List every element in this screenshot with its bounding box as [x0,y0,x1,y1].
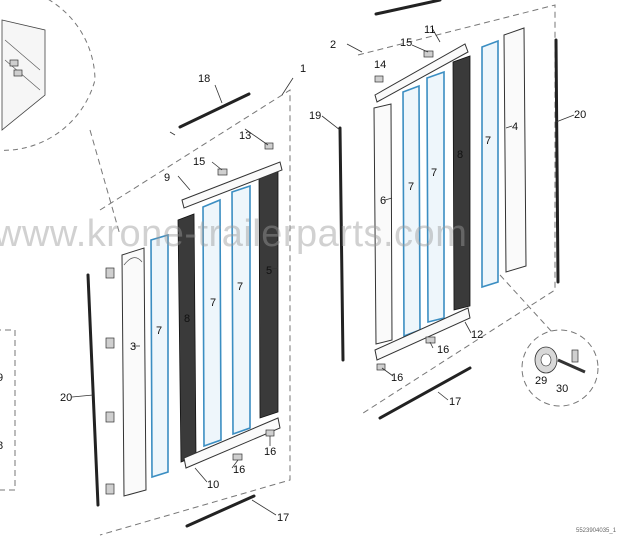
glass-strip-7-right-3 [481,39,499,289]
label-8-left: 8 [184,313,190,325]
hardware-left-small [217,142,275,461]
label-7-right-3: 7 [485,135,491,147]
label-13: 13 [239,130,251,142]
rail-10 [183,417,281,469]
seal-bar-top-partial [374,0,442,16]
rail-12 [374,307,471,361]
label-15-right: 15 [400,37,412,49]
detail-circle-top-left [0,0,96,151]
label-5: 5 [266,265,272,277]
panel-6 [373,103,393,345]
label-20-left: 20 [60,392,72,404]
detail-leader-line [89,129,121,236]
label-1: 1 [300,63,306,75]
leader-lines [71,27,575,516]
label-7-right-2: 7 [431,167,437,179]
label-6: 6 [380,195,386,207]
seal-bar-20-right [554,38,560,284]
profile-5 [258,169,279,419]
glass-strip-7-right-1 [402,84,421,338]
label-8-right: 8 [457,149,463,161]
detail-frame-left [0,329,16,491]
detail-circle-29-30 [499,274,599,407]
label-11: 11 [424,24,435,36]
label-7-left-2: 7 [210,297,216,309]
label-10: 10 [207,479,219,491]
label-20-right: 20 [574,109,586,121]
seal-bar-17-left [185,494,256,528]
label-16-right-1: 16 [437,344,449,356]
panel-3 [121,247,147,497]
label-18: 18 [198,73,210,85]
label-7-left-1: 7 [156,325,162,337]
profile-8-right [452,55,471,311]
seal-bar-19 [338,126,345,362]
label-12: 12 [471,329,483,341]
watermark-text: www.krone-trailerparts.com [0,213,467,255]
left-assembly-boundary [99,89,291,536]
edge-label-9: 9 [0,372,3,384]
label-2: 2 [330,39,336,51]
drawing-code: 5523904035_1 [576,528,617,534]
label-19: 19 [309,110,321,122]
label-16-right-2: 16 [391,372,403,384]
callout-labels: 1 2 3 4 5 6 7 7 7 7 7 7 8 8 9 10 11 12 1… [0,24,586,524]
panel-4 [503,27,527,273]
glass-strip-7-left-3 [231,184,251,436]
edge-label-8: 8 [0,440,3,452]
right-assembly-boundary [357,4,556,416]
glass-strip-7-left-1 [150,233,169,479]
label-29: 29 [535,375,547,387]
glass-strip-7-right-2 [426,70,445,324]
rail-11 [374,43,469,103]
label-9: 9 [164,172,170,184]
hinge-hardware-left [105,267,115,495]
label-4: 4 [512,121,518,133]
label-16-left-2: 16 [264,446,276,458]
seal-bar-18 [178,92,251,129]
rail-9 [181,161,283,209]
label-7-right-1: 7 [408,181,414,193]
seal-bar-17-right [378,366,472,420]
seal-bar-20-left [86,273,100,507]
label-17-left: 17 [277,512,289,524]
label-17-right: 17 [449,396,461,408]
label-30: 30 [556,383,568,395]
glass-strip-7-left-2 [202,198,222,448]
label-15-left: 15 [193,156,205,168]
label-16-left-1: 16 [233,464,245,476]
label-7-left-3: 7 [237,281,243,293]
label-3: 3 [130,341,136,353]
label-14: 14 [374,59,386,71]
